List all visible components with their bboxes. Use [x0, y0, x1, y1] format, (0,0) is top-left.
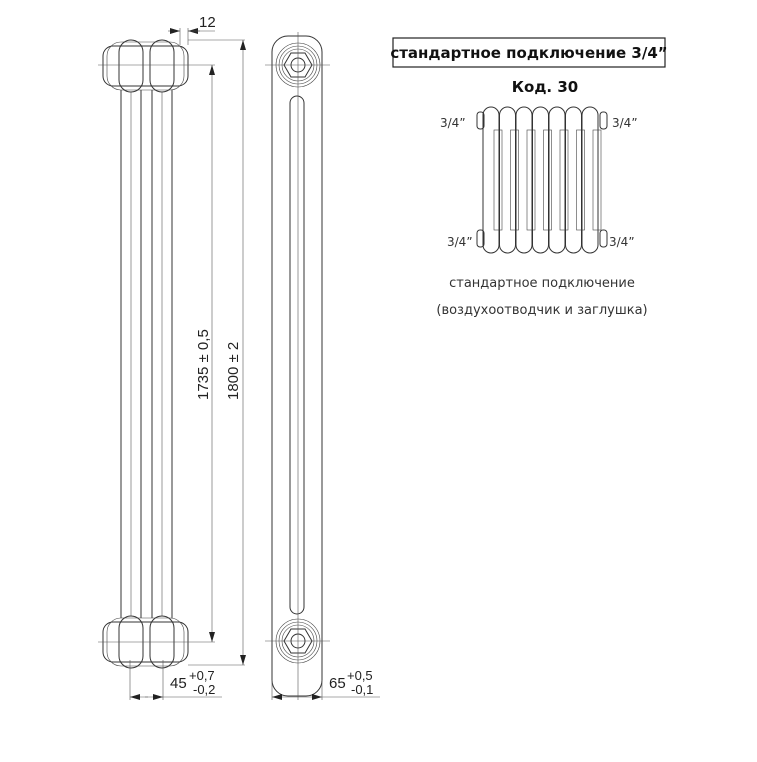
connection-code: Код. 30 — [512, 78, 578, 96]
caption-line-2: (воздухоотводчик и заглушка) — [436, 303, 647, 318]
mini-section — [482, 106, 500, 254]
mini-section-gap — [576, 129, 585, 231]
mini-section-gap — [559, 129, 569, 231]
side-tubes — [120, 90, 173, 618]
dim-45-label: 45 — [170, 675, 187, 692]
dim-section-width: 45 +0,7 -0,2 — [129, 660, 222, 700]
mini-section-gap — [493, 129, 503, 231]
side-top-cap — [102, 39, 189, 93]
mini-section-gap — [592, 129, 602, 231]
mini-section — [581, 106, 599, 254]
side-view — [98, 39, 245, 669]
connection-panel: стандартное подключение 3/4” Код. 30 3/4… — [390, 37, 668, 318]
dim-cap-offset: 12 — [168, 14, 216, 45]
caption-line-1: стандартное подключение — [449, 276, 635, 291]
port-top-right: 3/4” — [612, 116, 638, 130]
front-view — [265, 32, 330, 700]
mini-radiator — [476, 106, 608, 254]
plug-bottom-left — [476, 229, 485, 248]
plug-bottom-right — [599, 229, 608, 248]
dim-1735-label: 1735 ± 0,5 — [195, 329, 212, 400]
dim-depth: 65 +0,5 -0,1 — [271, 668, 380, 700]
dim-65-label: 65 — [329, 675, 346, 692]
dim-45-tol-minus: -0,2 — [193, 682, 215, 697]
mini-section-gap — [543, 129, 552, 231]
dim-65-tol-plus: +0,5 — [347, 668, 373, 683]
dim-total-height: 1800 ± 2 — [225, 40, 246, 665]
dim-45-tol-plus: +0,7 — [189, 668, 215, 683]
dim-65-tol-minus: -0,1 — [351, 682, 373, 697]
port-bottom-right: 3/4” — [609, 235, 635, 249]
plug-top-left — [476, 111, 485, 130]
dim-axis-distance: 1735 ± 0,5 — [195, 65, 215, 642]
dim-12-label: 12 — [199, 14, 216, 31]
mini-section-gap — [510, 129, 519, 231]
connection-title: стандартное подключение 3/4” — [390, 44, 667, 62]
plug-top-right — [599, 111, 608, 130]
port-bottom-left: 3/4” — [447, 235, 473, 249]
mini-section-gap — [526, 129, 536, 231]
dim-1800-label: 1800 ± 2 — [225, 342, 242, 400]
port-top-left: 3/4” — [440, 116, 466, 130]
